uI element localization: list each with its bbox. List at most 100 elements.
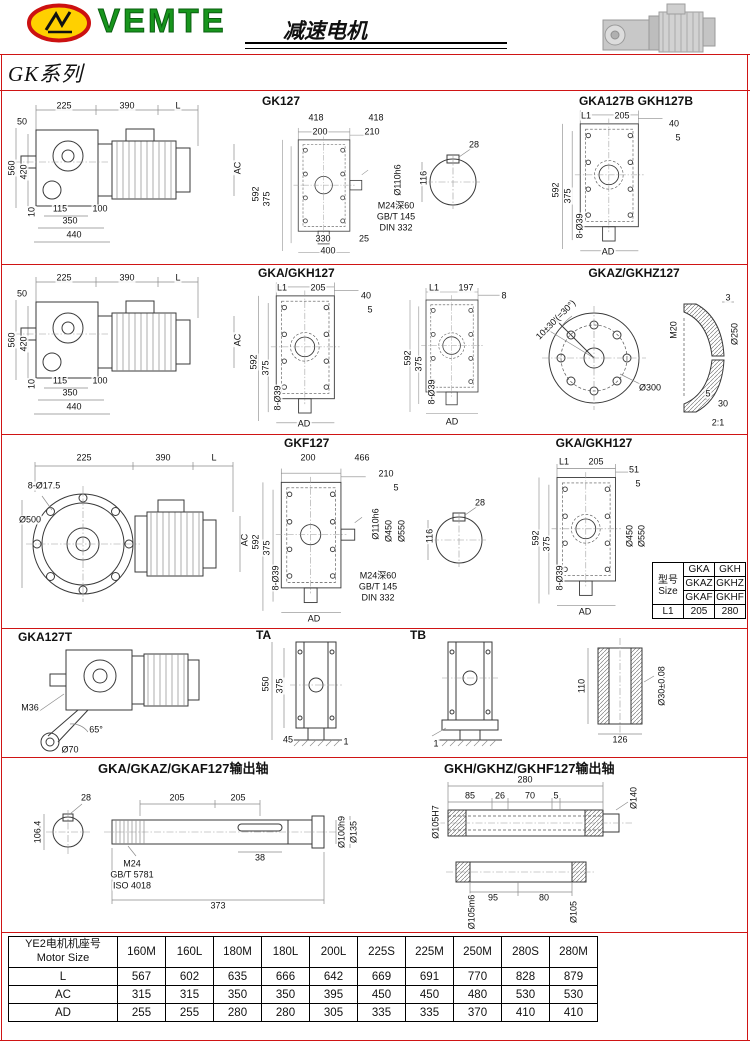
dim-label: ISO 4018 [111, 880, 153, 891]
gearmotor-side-drawing [13, 276, 235, 415]
dimension-value-cell: 666 [261, 967, 310, 986]
dim-label: 375 [260, 359, 271, 377]
gka127b-front-drawing [561, 109, 663, 252]
dim-label: 8-Ø39 [574, 212, 585, 240]
dimension-value-cell: 315 [117, 985, 166, 1004]
dimension-value-cell: 305 [309, 1003, 358, 1022]
dimension-value-cell: 480 [453, 985, 502, 1004]
dim-label: 225 [75, 452, 93, 463]
title-underline [245, 42, 507, 49]
brand-logo-icon [27, 3, 91, 43]
dim-label: 65° [88, 724, 104, 735]
panel-title: GKA/GKH127 [258, 266, 335, 280]
dim-label: L1 [579, 110, 593, 121]
dim-label: 8-Ø39 [270, 564, 281, 592]
dim-label: GB/T 145 [375, 211, 417, 222]
panel-title: GKF127 [284, 436, 330, 450]
dim-label: M20 [668, 320, 679, 340]
dim-label: Ø450 [624, 523, 635, 549]
dim-label: 560 [6, 331, 17, 349]
dim-label: 205 [587, 456, 605, 467]
size-table-header-line1: 型号 [658, 574, 678, 586]
dim-label: Ø105m6 [466, 893, 477, 931]
dim-label: 106.4 [32, 819, 43, 845]
dim-label: 592 [402, 349, 413, 367]
model-size-table: 型号 Size GKA GKH GKAZ GKHZ GKAF GKHF L1 2… [652, 562, 746, 619]
dim-label: 390 [154, 452, 172, 463]
dim-label: 40 [359, 290, 373, 301]
size-table-cell: GKHZ [714, 576, 746, 591]
size-table-cell: GKA [683, 562, 715, 577]
dim-label: Ø250 [729, 321, 740, 347]
solid-output-shaft-drawing [43, 800, 351, 904]
dim-label: Ø110h6 [370, 507, 381, 541]
product-thumbnail-image [602, 3, 716, 53]
dim-label: 200 [299, 452, 317, 463]
dim-label: 115 [51, 375, 69, 386]
dim-label: 126 [611, 734, 629, 745]
dim-label: 70 [523, 790, 537, 801]
dim-label: 10 [26, 205, 37, 219]
motor-size-column-header: 180M [213, 936, 262, 968]
dim-label: 375 [541, 535, 552, 553]
dim-label: 440 [65, 229, 83, 240]
divider [1, 932, 747, 933]
dimension-row-label: L [8, 967, 118, 986]
divider [1, 54, 2, 1040]
dim-label: L [210, 452, 218, 463]
dim-label: DIN 332 [378, 222, 414, 233]
motor-size-column-header: 180L [261, 936, 310, 968]
dim-label: Ø70 [60, 744, 80, 755]
motor-size-column-header: 160L [165, 936, 214, 968]
tb-drawing [431, 641, 502, 747]
dim-label: 100 [91, 375, 109, 386]
dim-label: 110 [576, 677, 587, 695]
dim-label: 225 [55, 100, 73, 111]
dim-label: AD [600, 246, 616, 257]
dimension-value-cell: 530 [549, 985, 598, 1004]
dim-label: AD [296, 418, 312, 429]
panel-title: GKA127B GKH127B [578, 94, 694, 108]
dim-label: 2:1 [710, 417, 726, 428]
dim-label: 26 [493, 790, 507, 801]
dimension-value-cell: 350 [213, 985, 262, 1004]
dim-label: 418 [307, 112, 325, 123]
motor-size-column-header: 280S [501, 936, 550, 968]
divider [0, 1040, 750, 1041]
dim-label: 210 [363, 126, 381, 137]
panel-title: GKAZ/GKHZ127 [588, 266, 680, 280]
dim-label: 5 [392, 482, 400, 493]
dim-label: 205 [229, 792, 247, 803]
motor-size-column-header: 225S [357, 936, 406, 968]
dim-label: Ø110h6 [392, 163, 403, 197]
bushing-section-drawing [587, 638, 655, 736]
dim-label: 50 [15, 288, 29, 299]
dim-label: 80 [537, 892, 551, 903]
dimension-value-cell: 828 [501, 967, 550, 986]
dim-label: 440 [65, 401, 83, 412]
panel-title: GKA/GKAZ/GKAF127输出轴 [98, 761, 269, 776]
dimension-value-cell: 410 [549, 1003, 598, 1022]
dim-label: 197 [457, 282, 475, 293]
dim-label: 330 [314, 233, 332, 244]
dim-label: 350 [61, 215, 79, 226]
dim-label: M24深60 [358, 570, 398, 581]
dimension-value-cell: 395 [309, 985, 358, 1004]
dim-label: 40 [667, 118, 681, 129]
dim-label: AD [577, 606, 593, 617]
motor-size-column-header: 250M [453, 936, 502, 968]
dimension-value-cell: 280 [261, 1003, 310, 1022]
dim-label: Ø450 [383, 518, 394, 544]
divider [1, 264, 747, 265]
dim-label: 375 [274, 677, 285, 695]
dim-label: AC [232, 160, 243, 176]
dim-label: 592 [250, 185, 261, 203]
dimension-value-cell: 315 [165, 985, 214, 1004]
